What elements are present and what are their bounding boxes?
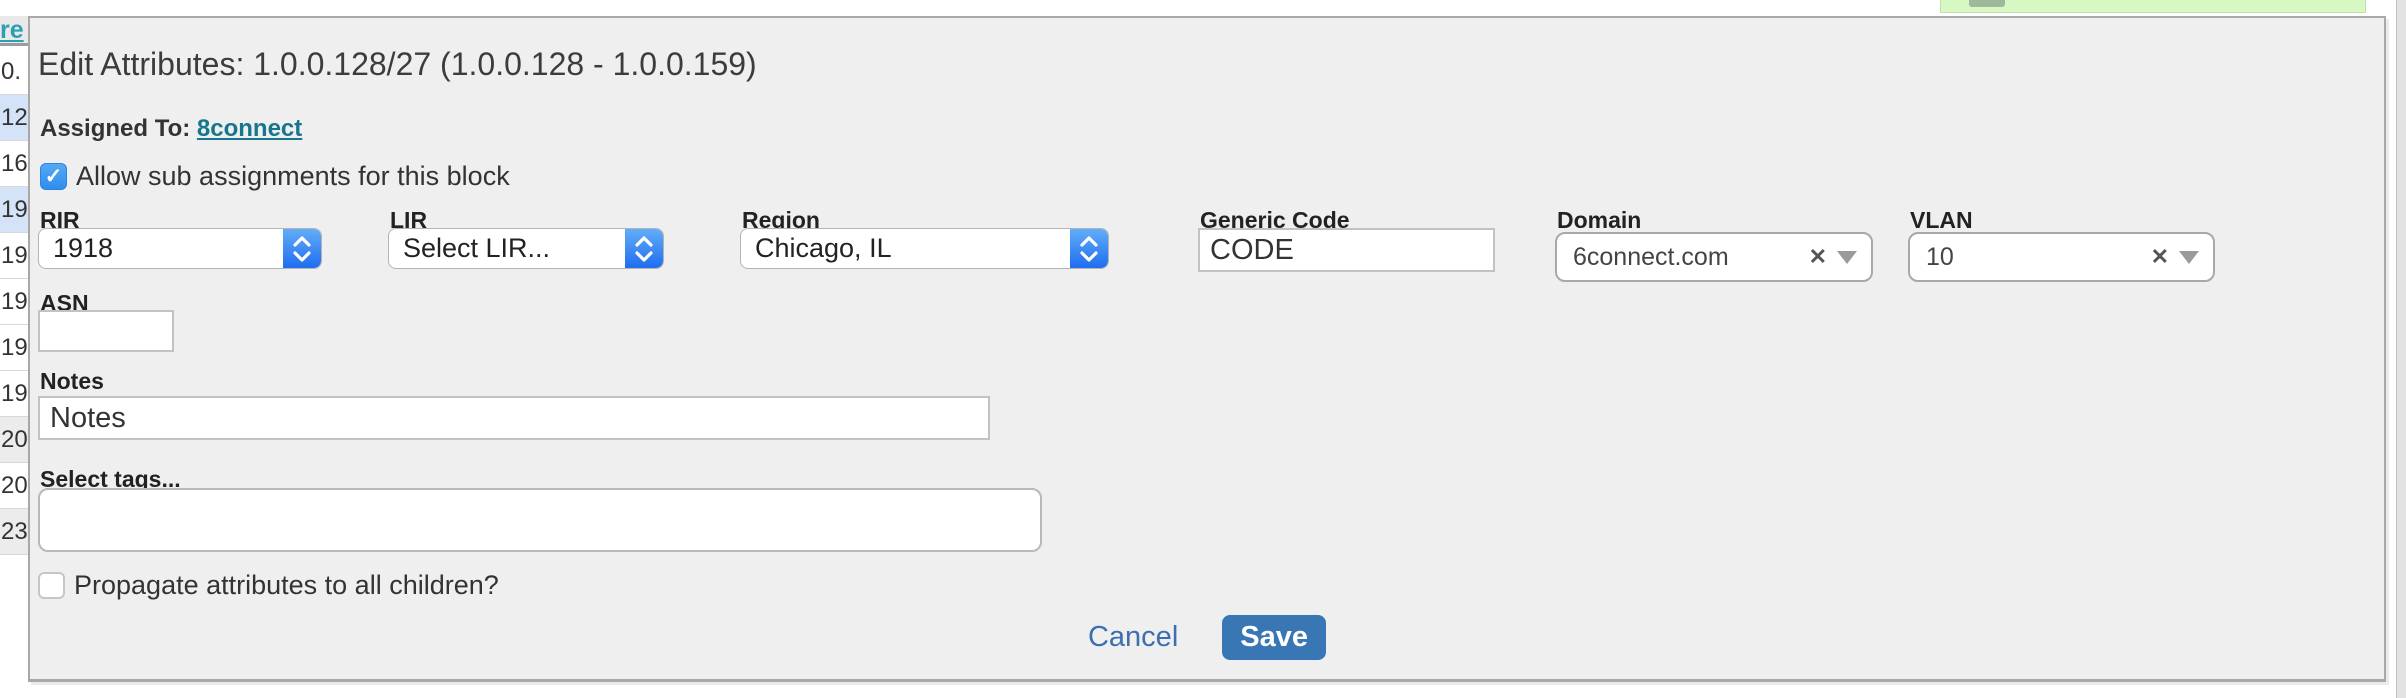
background-column-header[interactable]: re bbox=[0, 16, 30, 46]
domain-selected-value: 6connect.com bbox=[1573, 242, 1729, 271]
list-item[interactable]: 16 bbox=[0, 141, 30, 187]
region-selected-value: Chicago, IL bbox=[755, 233, 892, 263]
propagate-row: ✓ Propagate attributes to all children? bbox=[38, 570, 499, 601]
assigned-to-link[interactable]: 8connect bbox=[196, 115, 303, 142]
domain-select[interactable]: 6connect.com ✕ bbox=[1555, 232, 1873, 282]
rir-select[interactable]: 1918 bbox=[38, 228, 322, 269]
list-item[interactable]: 19 bbox=[0, 187, 30, 233]
allow-sub-assignments-row: ✓ Allow sub assignments for this block bbox=[40, 161, 510, 192]
assigned-to-row: Assigned To: 8connect bbox=[40, 115, 302, 143]
list-item[interactable]: 19 bbox=[0, 233, 30, 279]
allow-sub-assignments-label: Allow sub assignments for this block bbox=[76, 161, 510, 191]
check-icon: ✓ bbox=[44, 165, 63, 188]
list-item[interactable]: 19 bbox=[0, 325, 30, 371]
dropdown-arrow-icon[interactable] bbox=[1837, 250, 1857, 264]
allow-sub-assignments-checkbox[interactable]: ✓ bbox=[40, 163, 67, 190]
rir-selected-value: 1918 bbox=[53, 233, 114, 263]
vlan-clear-icon[interactable]: ✕ bbox=[2150, 244, 2169, 269]
vlan-selected-value: 10 bbox=[1926, 242, 1954, 271]
domain-clear-icon[interactable]: ✕ bbox=[1808, 244, 1827, 269]
lir-select[interactable]: Select LIR... bbox=[388, 228, 664, 269]
select-stepper-icon bbox=[1070, 229, 1108, 268]
tags-input[interactable] bbox=[38, 488, 1042, 552]
generic-code-input[interactable] bbox=[1198, 228, 1495, 272]
notes-input[interactable] bbox=[38, 396, 990, 440]
notes-label: Notes bbox=[40, 368, 104, 394]
tags-label: Select tags... bbox=[40, 466, 181, 492]
propagate-label: Propagate attributes to all children? bbox=[74, 570, 499, 600]
dropdown-arrow-icon[interactable] bbox=[2179, 250, 2199, 264]
list-item[interactable]: 19 bbox=[0, 371, 30, 417]
asn-input[interactable] bbox=[38, 310, 174, 352]
toast-button-fragment[interactable] bbox=[1969, 0, 2005, 7]
list-item[interactable]: 20 bbox=[0, 417, 30, 463]
modal-title: Edit Attributes: 1.0.0.128/27 (1.0.0.128… bbox=[38, 46, 757, 82]
window-scrollbar-rail[interactable] bbox=[2396, 0, 2406, 698]
select-stepper-icon bbox=[625, 229, 663, 268]
propagate-checkbox[interactable]: ✓ bbox=[38, 572, 65, 599]
vlan-select[interactable]: 10 ✕ bbox=[1908, 232, 2215, 282]
vlan-label: VLAN bbox=[1910, 207, 1973, 233]
success-toast-fragment bbox=[1940, 0, 2366, 13]
list-item[interactable]: 0. bbox=[0, 49, 30, 95]
select-stepper-icon bbox=[283, 229, 321, 268]
list-item[interactable]: 23 bbox=[0, 509, 30, 555]
assigned-to-label: Assigned To: bbox=[40, 115, 191, 142]
modal-actions: Cancel Save bbox=[30, 614, 2384, 660]
cancel-button[interactable]: Cancel bbox=[1087, 620, 1179, 653]
list-item[interactable]: 20 bbox=[0, 463, 30, 509]
list-item[interactable]: 12 bbox=[0, 95, 30, 141]
list-item[interactable]: 19 bbox=[0, 279, 30, 325]
edit-attributes-modal: Edit Attributes: 1.0.0.128/27 (1.0.0.128… bbox=[28, 16, 2386, 682]
domain-label: Domain bbox=[1557, 207, 1642, 233]
lir-selected-value: Select LIR... bbox=[403, 233, 551, 263]
region-select[interactable]: Chicago, IL bbox=[740, 228, 1109, 269]
save-button[interactable]: Save bbox=[1222, 614, 1326, 660]
